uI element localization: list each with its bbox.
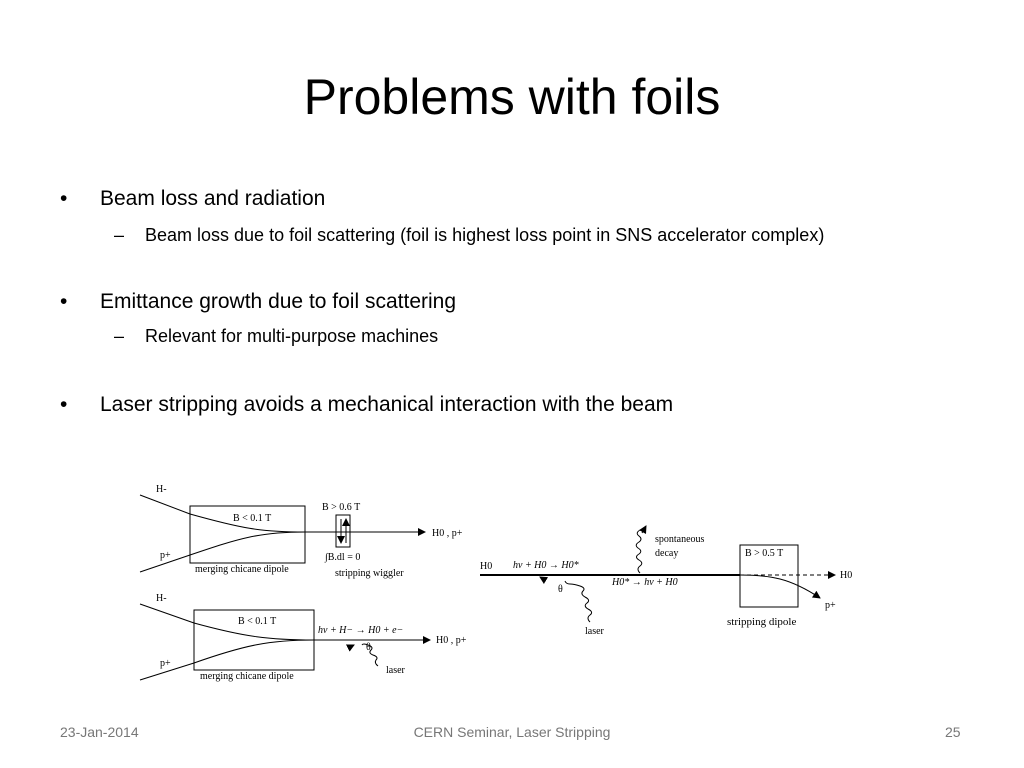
b-field-label: B > 0.5 T — [745, 548, 783, 559]
bullet-item: • Emittance growth due to foil scatterin… — [60, 290, 457, 314]
p-plus-label: p+ — [825, 600, 836, 611]
diagram-laser-chicane: H- p+ B < 0.1 T H0 , p+ hν + H− → H0 + e… — [139, 593, 467, 682]
h-minus-label: H- — [156, 593, 167, 604]
output-label: H0 , p+ — [436, 635, 467, 646]
h-minus-beam — [139, 494, 191, 515]
p-plus-path — [189, 531, 306, 556]
laser-stripping-diagrams: H- p+ B < 0.1 T H0 , p+ B > 0.6 T ∫B.dl … — [139, 484, 852, 682]
output-label: H0 , p+ — [432, 528, 463, 539]
reaction-label: hν + H− → H0 + e− — [318, 625, 403, 636]
slide-title: Problems with foils — [303, 69, 721, 125]
page-number: 25 — [945, 724, 961, 740]
footer-date: 23-Jan-2014 — [60, 724, 139, 740]
bullet-item: • Laser stripping avoids a mechanical in… — [60, 393, 674, 417]
decay-arrow-head — [639, 525, 647, 535]
p-plus-beam — [139, 554, 191, 573]
bullet-marker: • — [60, 187, 68, 210]
chicane-label: merging chicane dipole — [195, 564, 289, 575]
chicane-dipole-box — [189, 505, 306, 564]
h-minus-beam — [139, 603, 195, 624]
wiggler-label: stripping wiggler — [335, 568, 404, 579]
h0-in-label: H0 — [480, 561, 492, 572]
bullet-text: Beam loss and radiation — [100, 187, 326, 210]
diagram-laser-dipole: H0 hν + H0 → H0* θ laser spontaneous dec… — [480, 525, 852, 637]
excitation-reaction: hν + H0 → H0* — [513, 560, 579, 571]
integral-label: ∫B.dl = 0 — [324, 552, 360, 563]
b-field-label: B < 0.1 T — [238, 616, 276, 627]
footer-title: CERN Seminar, Laser Stripping — [413, 724, 611, 740]
theta-label: θ — [366, 642, 371, 653]
decay-reaction: H0* → hν + H0 — [611, 577, 678, 588]
decay-label: decay — [655, 548, 678, 559]
bullet-item: • Beam loss and radiation — [60, 187, 326, 211]
h0-out-label: H0 — [840, 570, 852, 581]
wiggler-box — [335, 514, 351, 548]
spontaneous-label: spontaneous — [655, 534, 705, 545]
p-plus-path — [193, 639, 315, 664]
sub-bullet-item: – Beam loss due to foil scattering (foil… — [114, 225, 825, 246]
p-plus-label: p+ — [160, 550, 171, 561]
laser-label: laser — [585, 626, 605, 637]
p-plus-beam — [139, 662, 195, 681]
stripping-dipole-box — [739, 544, 799, 608]
bullet-text: Laser stripping avoids a mechanical inte… — [100, 393, 674, 416]
laser-wave — [361, 643, 379, 667]
laser-arrow-head — [345, 644, 355, 652]
sub-bullet-marker: – — [114, 225, 125, 245]
wiggler-field-label: B > 0.6 T — [322, 502, 360, 513]
laser-wave — [564, 580, 593, 623]
sub-bullet-text: Relevant for multi-purpose machines — [145, 326, 439, 346]
b-field-label: B < 0.1 T — [233, 513, 271, 524]
dipole-label: stripping dipole — [727, 616, 796, 628]
bullet-list: • Beam loss and radiation – Beam loss du… — [60, 187, 825, 417]
proton-path — [739, 574, 821, 599]
laser-arrow-head — [539, 576, 549, 585]
p-plus-label: p+ — [160, 658, 171, 669]
bullet-text: Emittance growth due to foil scattering — [100, 290, 457, 313]
theta-label: θ — [558, 584, 563, 595]
sub-bullet-marker: – — [114, 326, 125, 346]
laser-label: laser — [386, 665, 406, 676]
sub-bullet-item: – Relevant for multi-purpose machines — [114, 326, 439, 347]
h-minus-label: H- — [156, 484, 167, 495]
decay-wave — [635, 529, 643, 574]
diagram-foil-free-wiggler: H- p+ B < 0.1 T H0 , p+ B > 0.6 T ∫B.dl … — [139, 484, 463, 579]
chicane-label: merging chicane dipole — [200, 671, 294, 682]
bullet-marker: • — [60, 393, 68, 416]
bullet-marker: • — [60, 290, 68, 313]
sub-bullet-text: Beam loss due to foil scattering (foil i… — [145, 225, 825, 245]
